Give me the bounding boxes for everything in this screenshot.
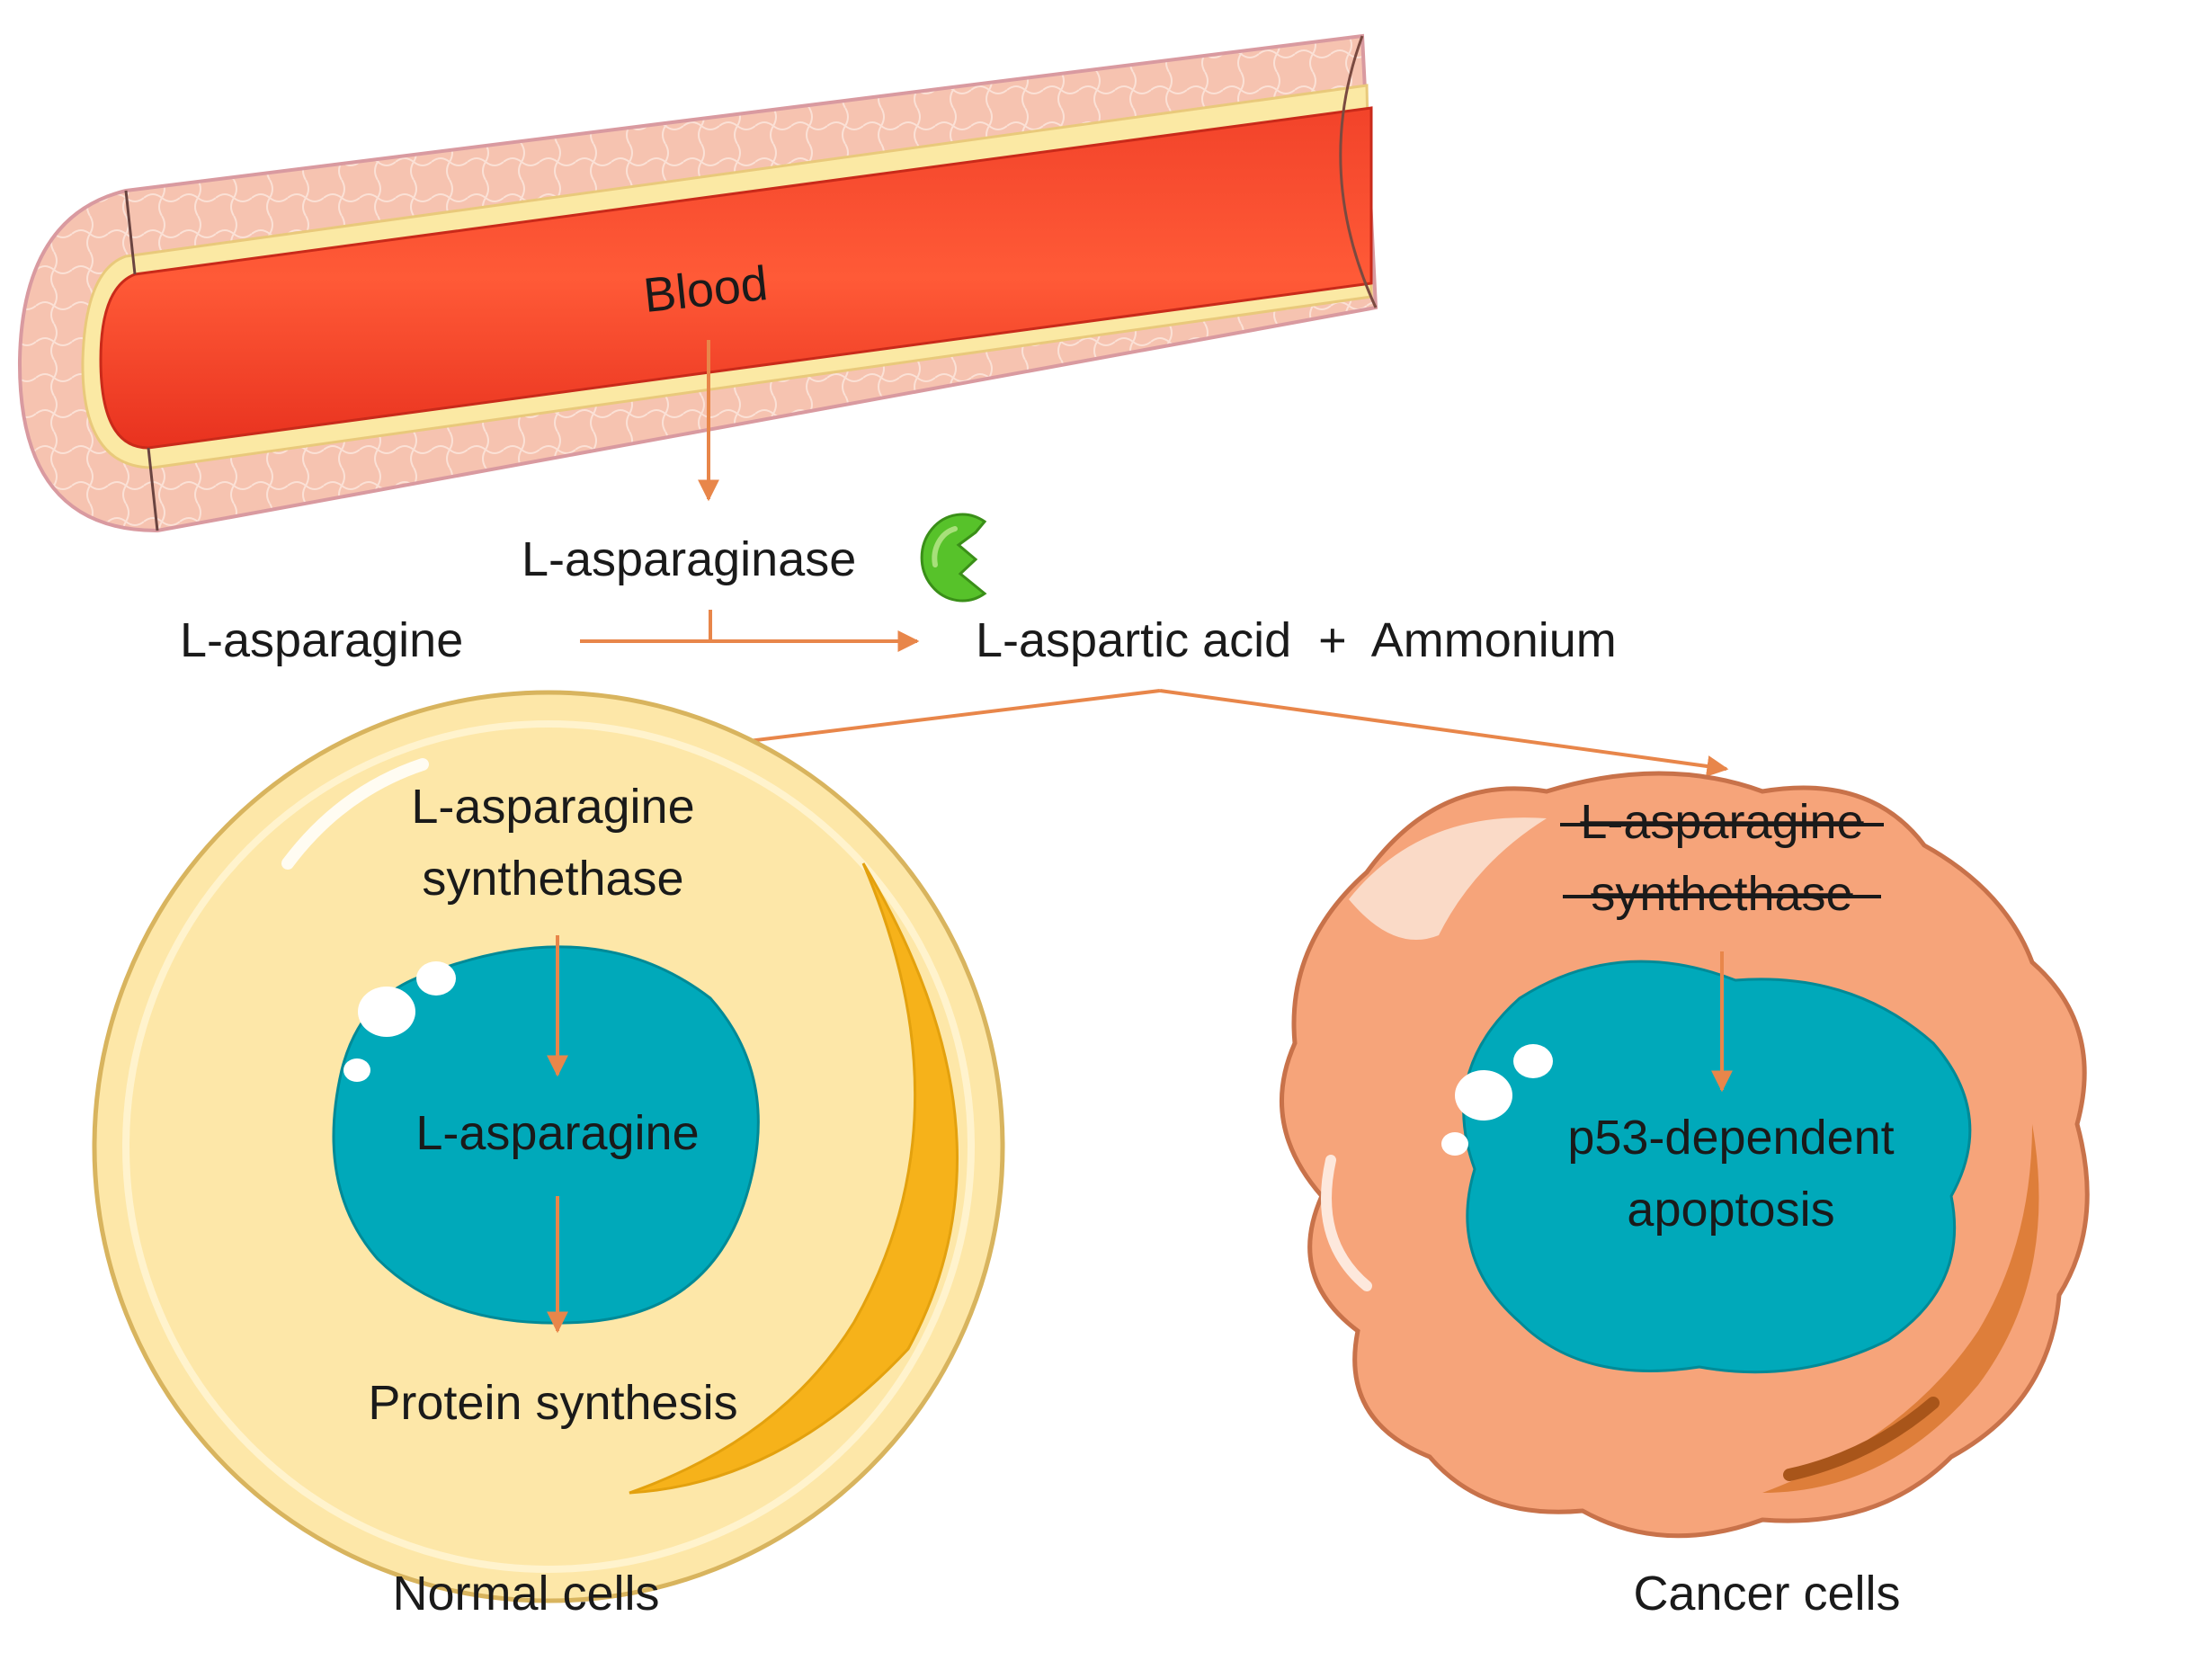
normal-cell <box>92 690 1005 1603</box>
cancer-cell-vesicle <box>1441 1132 1468 1156</box>
cancer-cell-vesicle <box>1513 1044 1553 1078</box>
normal-cell-vesicle <box>416 961 456 996</box>
cancer-cell-caption: Cancer cells <box>1633 1567 1900 1621</box>
substrate-label: L-asparagine <box>180 613 463 667</box>
normal-cell-vesicle <box>358 987 415 1037</box>
normal-cell-caption: Normal cells <box>392 1567 659 1621</box>
cancer-enzyme-label-line2: synthethase <box>1591 867 1852 921</box>
cancer-cell-shadow <box>1762 1124 2039 1493</box>
normal-cell-crescent <box>629 862 959 1495</box>
enzyme-pacman-icon <box>920 513 987 603</box>
normal-enzyme-label-line2: synthethase <box>422 852 683 906</box>
products-label: L-aspartic acid + Ammonium <box>976 613 1617 667</box>
vessel-opening <box>1339 35 1378 308</box>
normal-output-label: Protein synthesis <box>368 1376 737 1430</box>
normal-enzyme-label-line1: L-asparagine <box>411 780 694 834</box>
blood-label: Blood <box>641 256 771 323</box>
normal-cell-vesicle <box>343 1058 370 1082</box>
cancer-nucleus-label-line1: p53-dependent <box>1567 1111 1894 1165</box>
blood-lumen <box>99 106 1373 450</box>
cancer-enzyme-label-line1: L-asparagine <box>1580 795 1863 849</box>
normal-cell-nucleus <box>332 945 760 1325</box>
cancer-cell <box>1279 771 2090 1539</box>
cancer-cell-vesicle <box>1455 1070 1512 1121</box>
blood-vessel <box>17 33 1378 533</box>
enzyme-label: L-asparaginase <box>522 532 856 586</box>
cancer-cell-nucleus <box>1462 960 1972 1374</box>
arrow-to-cancer-cell <box>1159 689 1729 777</box>
cancer-nucleus-label-line2: apoptosis <box>1627 1183 1834 1237</box>
normal-nucleus-label: L-asparagine <box>415 1106 699 1160</box>
